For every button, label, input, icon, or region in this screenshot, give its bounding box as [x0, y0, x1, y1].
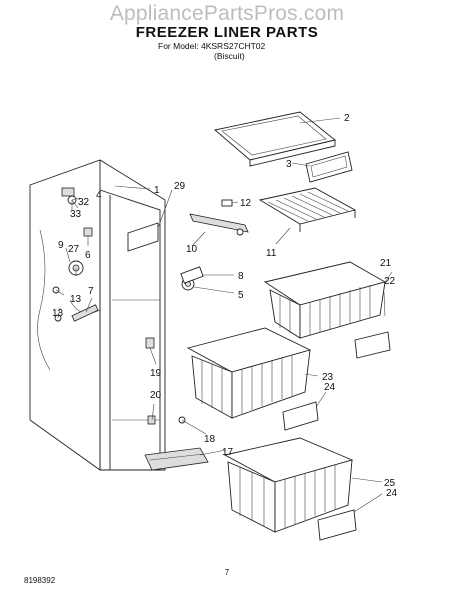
callout-4: 4: [96, 190, 102, 201]
page-title: FREEZER LINER PARTS: [135, 24, 319, 41]
callout-3: 3: [286, 159, 292, 170]
callout-7: 7: [88, 286, 94, 297]
callout-13-upper: 13: [70, 294, 82, 305]
freezer-liner: [29, 159, 166, 471]
callout-23: 23: [322, 372, 334, 383]
leader-lines: [55, 117, 393, 513]
callout-2: 2: [344, 113, 350, 124]
callout-24-lower: 24: [386, 488, 398, 499]
variant-label: (Biscuit): [214, 51, 245, 61]
callout-13-lower: 13: [52, 308, 64, 319]
watermark: AppliancePartsPros.com: [109, 2, 345, 25]
shelf-glass: [214, 111, 337, 167]
bottom-trim: [144, 447, 209, 471]
callout-12: 12: [240, 198, 252, 209]
callout-32: 32: [78, 197, 90, 208]
callout-25: 25: [384, 478, 396, 489]
basket-lower: [223, 437, 354, 533]
callout-9: 9: [58, 240, 64, 251]
basket-middle: [186, 327, 312, 419]
basket-front-lower: [317, 509, 357, 541]
page-number: 7: [224, 568, 230, 577]
callout-20: 20: [150, 390, 162, 401]
callout-22: 22: [384, 276, 396, 287]
basket-front-upper: [354, 331, 391, 359]
callout-33: 33: [70, 209, 82, 220]
callout-10: 10: [186, 244, 198, 255]
callout-29: 29: [174, 181, 186, 192]
callout-27: 27: [68, 244, 80, 255]
callout-labels: 2 3 1 29 32 4 33 12 9 27 6 10 11 8 21 22…: [52, 113, 398, 499]
callout-8: 8: [238, 271, 244, 282]
callout-5: 5: [238, 290, 244, 301]
document-number: 8198392: [24, 576, 56, 585]
callout-17: 17: [222, 447, 234, 458]
callout-24-upper: 24: [324, 382, 336, 393]
callout-11: 11: [266, 248, 277, 259]
wire-shelf: [258, 187, 357, 232]
basket-front-middle: [282, 401, 319, 431]
callout-6: 6: [85, 250, 91, 261]
callout-21: 21: [380, 258, 392, 269]
callout-1: 1: [154, 185, 160, 196]
shelf-bracket: [189, 199, 249, 236]
callout-18: 18: [204, 434, 216, 445]
model-label: For Model: 4KSRS27CHT02: [158, 41, 266, 51]
shelf-front: [305, 151, 353, 183]
basket-upper: [263, 261, 387, 339]
callout-19: 19: [150, 368, 162, 379]
